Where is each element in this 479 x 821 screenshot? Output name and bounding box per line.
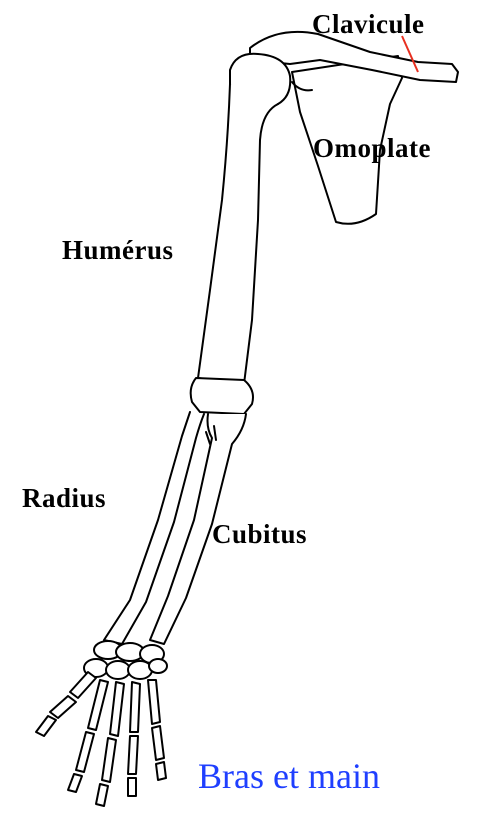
ulna-label: Cubitus — [212, 521, 307, 548]
radius-label: Radius — [22, 485, 106, 512]
clavicle-label: Clavicule — [312, 11, 425, 38]
carpal-bones — [84, 641, 167, 679]
thumb-bones — [36, 672, 96, 736]
scapula-label: Omoplate — [313, 135, 431, 162]
humerus-elbow — [191, 378, 253, 414]
diagram-caption: Bras et main — [198, 758, 380, 794]
little-finger-bones — [148, 680, 166, 780]
humerus-shaft — [198, 84, 278, 384]
ring-finger-bones — [128, 682, 140, 796]
radius-bone — [104, 412, 204, 644]
humerus-label: Humérus — [62, 237, 174, 264]
